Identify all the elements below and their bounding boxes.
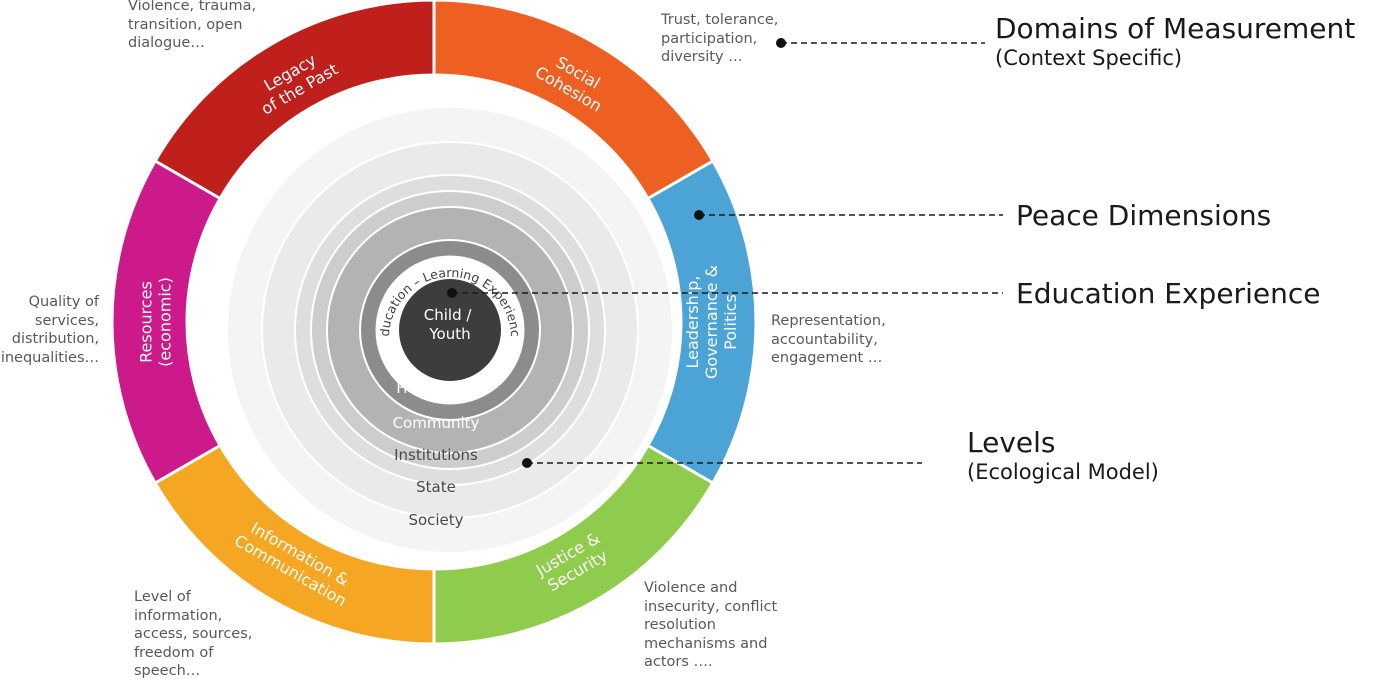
leader-dot-levels [522, 458, 532, 468]
center-label-line-1: Child / [424, 306, 473, 324]
domain-label-line: Governance & [702, 265, 721, 379]
leader-dot-domains [776, 38, 786, 48]
domain-label-line: Resources [137, 281, 156, 363]
center-label-line-2: Youth [428, 325, 470, 343]
callout-peace-title: Peace Dimensions [1016, 199, 1272, 232]
callout-levels: Levels (Ecological Model) [967, 427, 1159, 485]
callout-levels-subtitle: (Ecological Model) [967, 460, 1159, 484]
domain-label-line: (economic) [156, 277, 175, 367]
domain-sector-resources [110, 158, 223, 486]
domain-label-line: Leadership, [683, 275, 702, 368]
leader-dot-education [447, 288, 457, 298]
level-label-society: Society [408, 511, 463, 529]
note-legacy: Violence, trauma, transition, open dialo… [128, 0, 257, 51]
domain-label-line: Politics [721, 294, 740, 350]
leader-dot-peace [694, 210, 704, 220]
level-label-state: State [416, 478, 456, 496]
note-justice: Violence and insecurity, conflict resolu… [644, 580, 778, 670]
callout-education-title: Education Experience [1016, 277, 1321, 310]
center-label: Child / Youth [424, 306, 476, 343]
note-resources: Quality of services, distribution, inequ… [0, 294, 99, 366]
callout-education-experience: Education Experience [1016, 278, 1320, 310]
callout-peace-dimensions: Peace Dimensions [1016, 200, 1271, 232]
note-leadership: Representation, accountability, engageme… [771, 313, 886, 366]
callout-domains-subtitle: (Context Specific) [995, 46, 1183, 70]
level-label-institutions: Institutions [394, 446, 478, 464]
callout-domains-of-measurement: Domains of Measurement (Context Specific… [995, 13, 1355, 71]
center-disc [399, 279, 501, 381]
callout-domains-title: Domains of Measurement [995, 12, 1356, 45]
level-label-community: Community [393, 414, 480, 432]
domain-label-resources: Resources(economic) [137, 277, 175, 367]
callout-levels-title: Levels [967, 426, 1056, 459]
note-information: Level of information, access, sources, f… [134, 589, 253, 679]
note-social: Trust, tolerance, participation, diversi… [661, 12, 779, 65]
